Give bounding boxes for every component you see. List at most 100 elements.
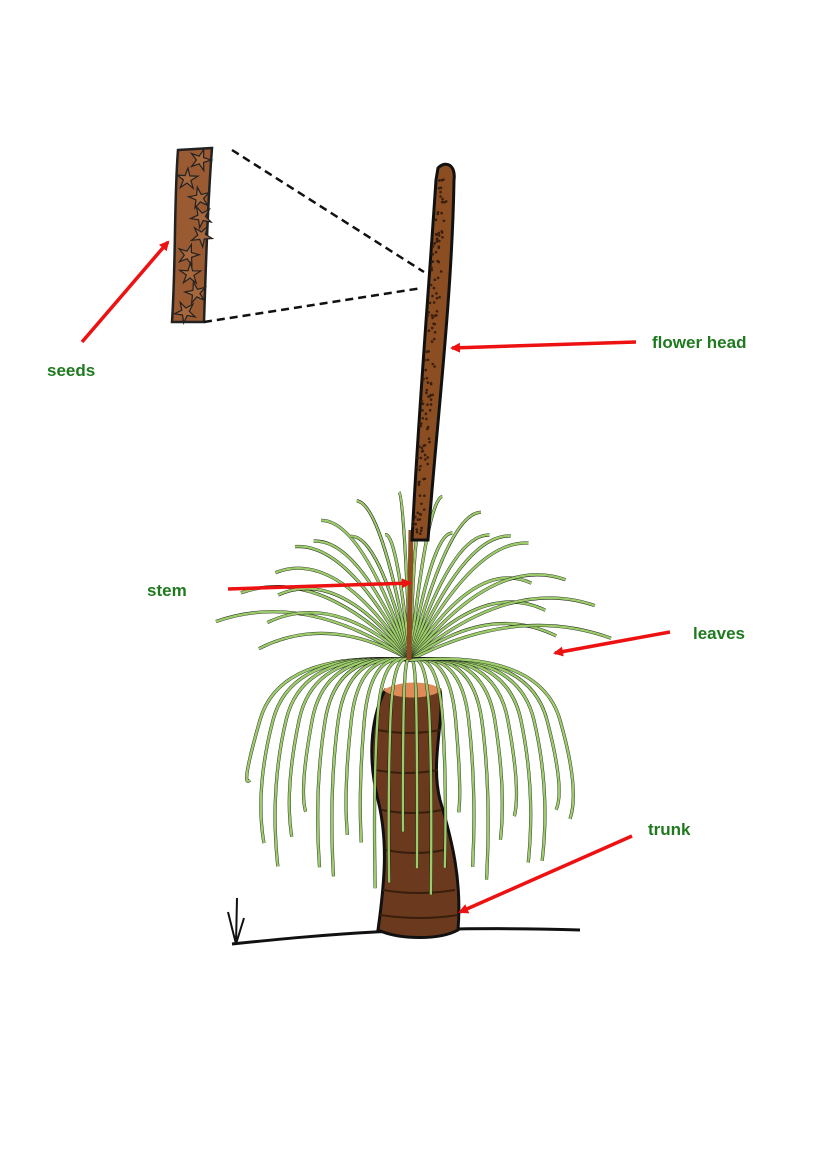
- flower-head-arrow: [452, 342, 636, 348]
- flower-dot: [417, 518, 420, 521]
- flower-dot: [435, 233, 438, 236]
- flower-dot: [441, 231, 444, 234]
- flower-dot: [421, 400, 424, 403]
- leaves-arrow: [555, 632, 670, 653]
- seeds-arrow: [82, 242, 168, 342]
- flower-dot: [426, 456, 429, 459]
- flower-dot: [418, 445, 421, 448]
- flower-dot: [419, 494, 422, 497]
- flower-dot: [439, 195, 442, 198]
- flower-dot: [419, 423, 422, 426]
- flower-dot: [429, 302, 432, 305]
- flower-dot: [416, 531, 419, 534]
- flower-dot: [437, 211, 440, 214]
- flower-dot: [419, 513, 422, 516]
- flower-dot: [438, 179, 441, 182]
- flower-dot: [427, 359, 430, 362]
- flower-dot: [420, 457, 423, 460]
- flower-dot: [432, 253, 435, 256]
- stem-label: stem: [147, 581, 187, 601]
- flower-dot: [433, 301, 436, 304]
- flower-dot: [428, 441, 431, 444]
- flower-dot: [431, 327, 434, 330]
- flower-dot: [434, 278, 437, 281]
- flower-dot: [420, 527, 423, 530]
- flower-dot: [424, 369, 427, 372]
- flower-dot: [434, 331, 437, 334]
- flower-dot: [422, 444, 425, 447]
- flower-dot: [418, 484, 421, 487]
- flower-dot: [441, 201, 444, 204]
- flower-dot: [436, 237, 439, 240]
- flower-dot: [418, 469, 421, 472]
- flower-dot: [423, 494, 426, 497]
- flower-dot: [415, 528, 418, 531]
- flower-dot: [431, 295, 434, 298]
- flower-dot: [417, 457, 420, 460]
- flower-dot: [433, 315, 436, 318]
- flower-dot: [424, 477, 427, 480]
- trunk-label: trunk: [648, 820, 691, 840]
- flower-dot: [424, 359, 427, 362]
- flower-dot: [433, 365, 436, 368]
- flower-dot: [416, 466, 419, 469]
- flower-dot: [428, 329, 431, 332]
- flower-dot: [436, 297, 439, 300]
- flower-dot: [430, 269, 433, 272]
- flower-dot: [439, 191, 442, 194]
- flower-dot: [437, 246, 440, 249]
- flower-dot: [421, 447, 424, 450]
- flower-dot: [425, 413, 428, 416]
- flower-dot: [435, 251, 438, 254]
- flower-dot: [433, 287, 436, 290]
- flower-dot: [425, 392, 428, 395]
- flower-dot: [433, 242, 436, 245]
- flower-dot: [426, 403, 429, 406]
- stem: [409, 530, 411, 660]
- flower-dot: [433, 338, 436, 341]
- flower-dot: [419, 532, 422, 535]
- flower-dot: [412, 525, 415, 528]
- flower-dot: [427, 314, 430, 317]
- flower-dot: [440, 270, 443, 273]
- flower-dot: [430, 403, 433, 406]
- flower-dot: [438, 261, 441, 264]
- flower-dot: [424, 458, 427, 461]
- flower-dot: [426, 377, 429, 380]
- flower-dot: [426, 389, 429, 392]
- flower-dot: [424, 454, 427, 457]
- flower-dot: [422, 403, 425, 406]
- flower-dot: [430, 382, 433, 385]
- flower-dot: [426, 463, 429, 466]
- flower-dot: [432, 322, 435, 325]
- flower-dot: [442, 178, 445, 181]
- flower-dot: [421, 409, 424, 412]
- flower-dot: [420, 502, 423, 505]
- flower-dot: [440, 212, 443, 215]
- flower-dot: [422, 378, 425, 381]
- leaves-label: leaves: [693, 624, 745, 644]
- flower-head-label: flower head: [652, 333, 746, 353]
- flower-dot: [427, 381, 430, 384]
- flower-dot: [416, 511, 419, 514]
- flower-dot: [429, 409, 432, 412]
- flower-dot: [428, 437, 431, 440]
- flower-dot: [438, 296, 441, 299]
- flower-dot: [430, 284, 433, 287]
- flower-dot: [427, 427, 430, 430]
- flower-dot: [422, 417, 425, 420]
- flower-dot: [431, 314, 434, 317]
- flower-dot: [437, 277, 440, 280]
- seeds-label: seeds: [47, 361, 95, 381]
- flower-dot: [435, 219, 438, 222]
- flower-dot: [414, 516, 417, 519]
- flower-dot: [420, 529, 423, 532]
- flower-dot: [431, 317, 434, 320]
- seeds-inset: [172, 148, 424, 323]
- flower-head: [412, 164, 455, 540]
- flower-dot: [443, 219, 446, 222]
- flower-dot: [438, 234, 441, 237]
- flower-dot: [438, 232, 441, 235]
